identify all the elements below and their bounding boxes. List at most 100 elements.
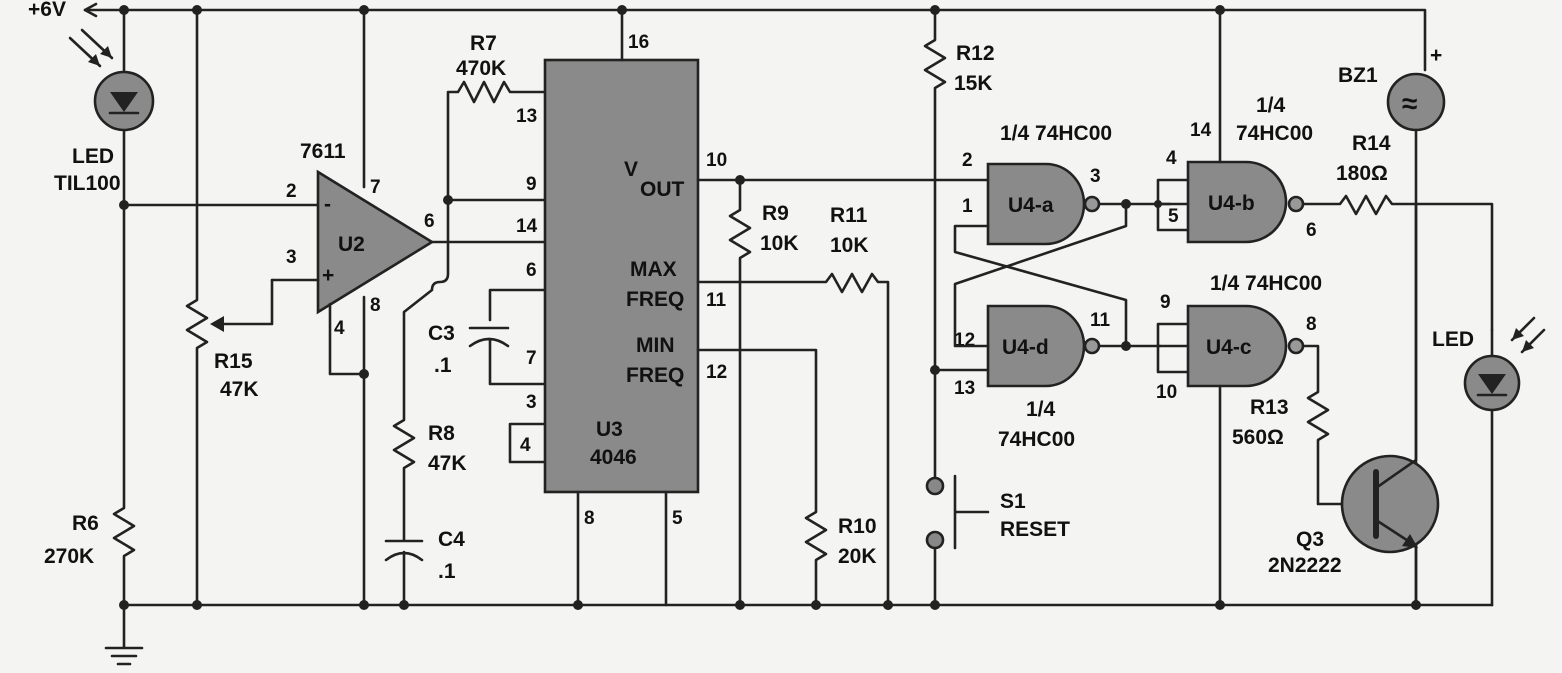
u4c-pin-9: 9 [1160, 292, 1171, 313]
r12-value: 15K [954, 72, 993, 95]
u3-pin-16: 16 [628, 32, 649, 53]
r14-name: R14 [1352, 132, 1391, 155]
r9-name: R9 [762, 202, 789, 225]
u2-inv-sign: - [324, 193, 331, 216]
u4d-pin-12: 12 [954, 330, 975, 351]
resistor-r7 [446, 80, 547, 202]
nand-gate-u4d [986, 304, 1101, 388]
u3-pin-3: 3 [526, 392, 537, 413]
u2-pin-6: 6 [424, 211, 435, 232]
supply-label: +6V [28, 0, 66, 21]
resistor-r14 [1301, 194, 1494, 332]
r13-name: R13 [1250, 396, 1289, 419]
u3-min-label: MIN [636, 334, 675, 357]
u4c-title: 1/4 74HC00 [1210, 272, 1322, 295]
u4b-pin-4: 4 [1166, 148, 1177, 169]
u3-pin-14: 14 [516, 216, 538, 237]
led-til100-label-1: LED [72, 145, 114, 168]
u3-vout-sub: OUT [640, 178, 685, 201]
u4d-title-1: 1/4 [1026, 398, 1056, 421]
u4d-title-2: 74HC00 [998, 428, 1075, 451]
u3-pin-12: 12 [706, 362, 727, 383]
u3-pin-13: 13 [516, 106, 537, 127]
s1-name: S1 [1000, 490, 1026, 513]
u3-pin-6: 6 [526, 260, 537, 281]
c3-value: .1 [434, 354, 452, 377]
u2-name: U2 [338, 233, 365, 256]
u3-max-label: MAX [630, 258, 677, 281]
u3-max-freq-label: FREQ [626, 288, 684, 311]
r8-name: R8 [428, 422, 455, 445]
c4-name: C4 [438, 528, 465, 551]
r15-name: R15 [214, 350, 253, 373]
u4b-name: U4-b [1208, 192, 1255, 215]
u3-pin-10: 10 [706, 150, 727, 171]
u4d-pin-13: 13 [954, 378, 975, 399]
q3-name: Q3 [1296, 528, 1324, 551]
u3-pin-7: 7 [526, 348, 537, 369]
switch-s1-reset[interactable] [925, 368, 990, 607]
resistor-r10 [696, 348, 828, 607]
q3-part: 2N2222 [1268, 554, 1342, 577]
u4a-pin-2: 2 [962, 150, 973, 171]
u4d-pin-11: 11 [1090, 310, 1111, 331]
u3-pin-5: 5 [672, 508, 683, 529]
resistor-r12 [923, 8, 947, 372]
transistor-q3 [1340, 202, 1440, 607]
u4a-pin-3: 3 [1090, 166, 1101, 187]
r13-value: 560Ω [1232, 426, 1284, 449]
u2-pin-4: 4 [334, 318, 345, 339]
r15-value: 47K [220, 378, 259, 401]
capacitor-c3 [468, 288, 547, 386]
u3-pin-4: 4 [520, 435, 531, 456]
u4a-pin-1: 1 [962, 196, 973, 217]
u2-pin-2: 2 [286, 181, 297, 202]
u4c-pin-10: 10 [1156, 382, 1177, 403]
resistor-r8 [392, 198, 450, 542]
u2-pin-3: 3 [286, 247, 297, 268]
u2-noninv-sign: + [322, 264, 334, 287]
r14-value: 180Ω [1336, 162, 1388, 185]
junction-u4a-out [1121, 199, 1131, 209]
r6-name: R6 [72, 512, 99, 535]
u3-pin-8: 8 [584, 508, 595, 529]
u3-part: 4046 [590, 446, 637, 469]
r10-name: R10 [838, 515, 877, 538]
rail-junctions [119, 5, 1421, 610]
r7-value: 470K [456, 57, 506, 80]
u2-part: 7611 [300, 140, 346, 163]
u2-pin-8: 8 [370, 295, 381, 316]
r9-value: 10K [760, 232, 799, 255]
led-output-label: LED [1432, 328, 1474, 351]
bz1-plus: + [1430, 44, 1442, 67]
capacitor-c4 [384, 539, 424, 607]
u3-pin-11: 11 [706, 290, 727, 311]
u3-pin3-4-loop [508, 422, 547, 464]
led-output [1463, 316, 1546, 607]
u4b-title-1: 1/4 [1256, 94, 1286, 117]
u4d-name: U4-d [1002, 336, 1049, 359]
u3-pin-9: 9 [526, 174, 537, 195]
led-til100-label-2: TIL100 [54, 172, 121, 195]
r12-name: R12 [956, 42, 995, 65]
ground-rail [104, 603, 1494, 666]
r11-value: 10K [830, 234, 869, 257]
bz1-symbol: ≈ [1402, 88, 1417, 119]
r10-value: 20K [838, 545, 877, 568]
potentiometer-r15 [185, 8, 274, 607]
r8-value: 47K [428, 452, 467, 475]
opamp-u2 [270, 8, 547, 607]
u4b-pin-6: 6 [1306, 220, 1317, 241]
u3-min-freq-label: FREQ [626, 364, 684, 387]
u4a-name: U4-a [1008, 194, 1054, 217]
resistor-r6 [112, 203, 136, 607]
u4b-pin-14: 14 [1190, 120, 1212, 141]
u4c-name: U4-c [1206, 336, 1252, 359]
r7-name: R7 [470, 32, 497, 55]
u4c-pin-8: 8 [1306, 314, 1317, 335]
led-til100 [68, 8, 155, 207]
resistor-r13 [1301, 344, 1366, 506]
nand-gate-u4c [1156, 304, 1305, 607]
resistor-r9 [728, 178, 752, 607]
